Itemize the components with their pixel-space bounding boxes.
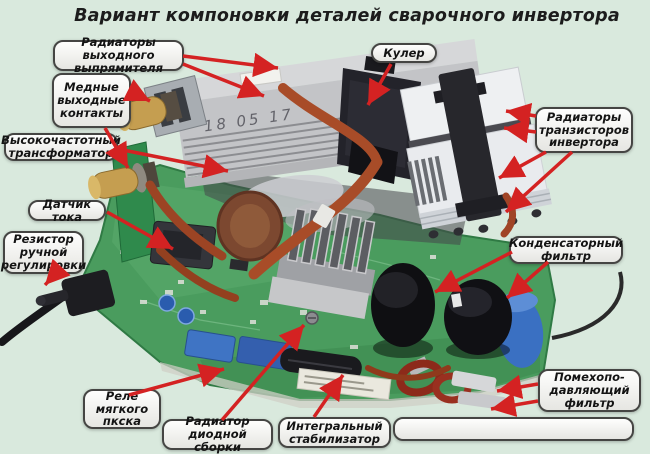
callout-diode-assembly-radiator: Радиатор диодной сборки [162,415,273,453]
heatsink-screw [305,311,319,325]
callout-output-rectifier-radiators: Радиаторы выходного выпрямителя [53,36,184,74]
callout-integral-stabilizer: Интегральный стабилизатор [278,417,391,448]
callout-current-sensor: Датчик тока [28,197,106,223]
black-wire-right [551,271,624,340]
capacitor-filter-left [371,263,435,358]
callout-inverter-transistor-radiators: Радиаторы транзисторов инвертора [535,107,633,153]
empty-callout-box [393,417,634,441]
capacitor-filter-right [444,279,512,359]
callout-noise-suppression-filter: Помехопо- давляющий фильтр [538,369,641,412]
manual-adjustment-potentiometer [35,269,116,317]
callout-capacitor-filter: Конденсаторный фильтр [508,236,624,264]
hf-transformer [200,168,470,262]
callout-cooler: Кулер [371,43,437,63]
callout-hf-transformer: Высокочастотный трансформатор [1,133,121,161]
callout-copper-output-contacts: Медные выходные контакты [52,73,131,128]
page-title: Вариант компоновки деталей сварочного ин… [74,6,620,26]
callout-manual-adjustment-resistor: Резистор ручной регулировки [1,231,86,274]
cable-tie [312,204,336,228]
small-blue-capacitors [158,294,195,325]
callout-soft-start-relay: Реле мягкого пкска [83,389,161,429]
